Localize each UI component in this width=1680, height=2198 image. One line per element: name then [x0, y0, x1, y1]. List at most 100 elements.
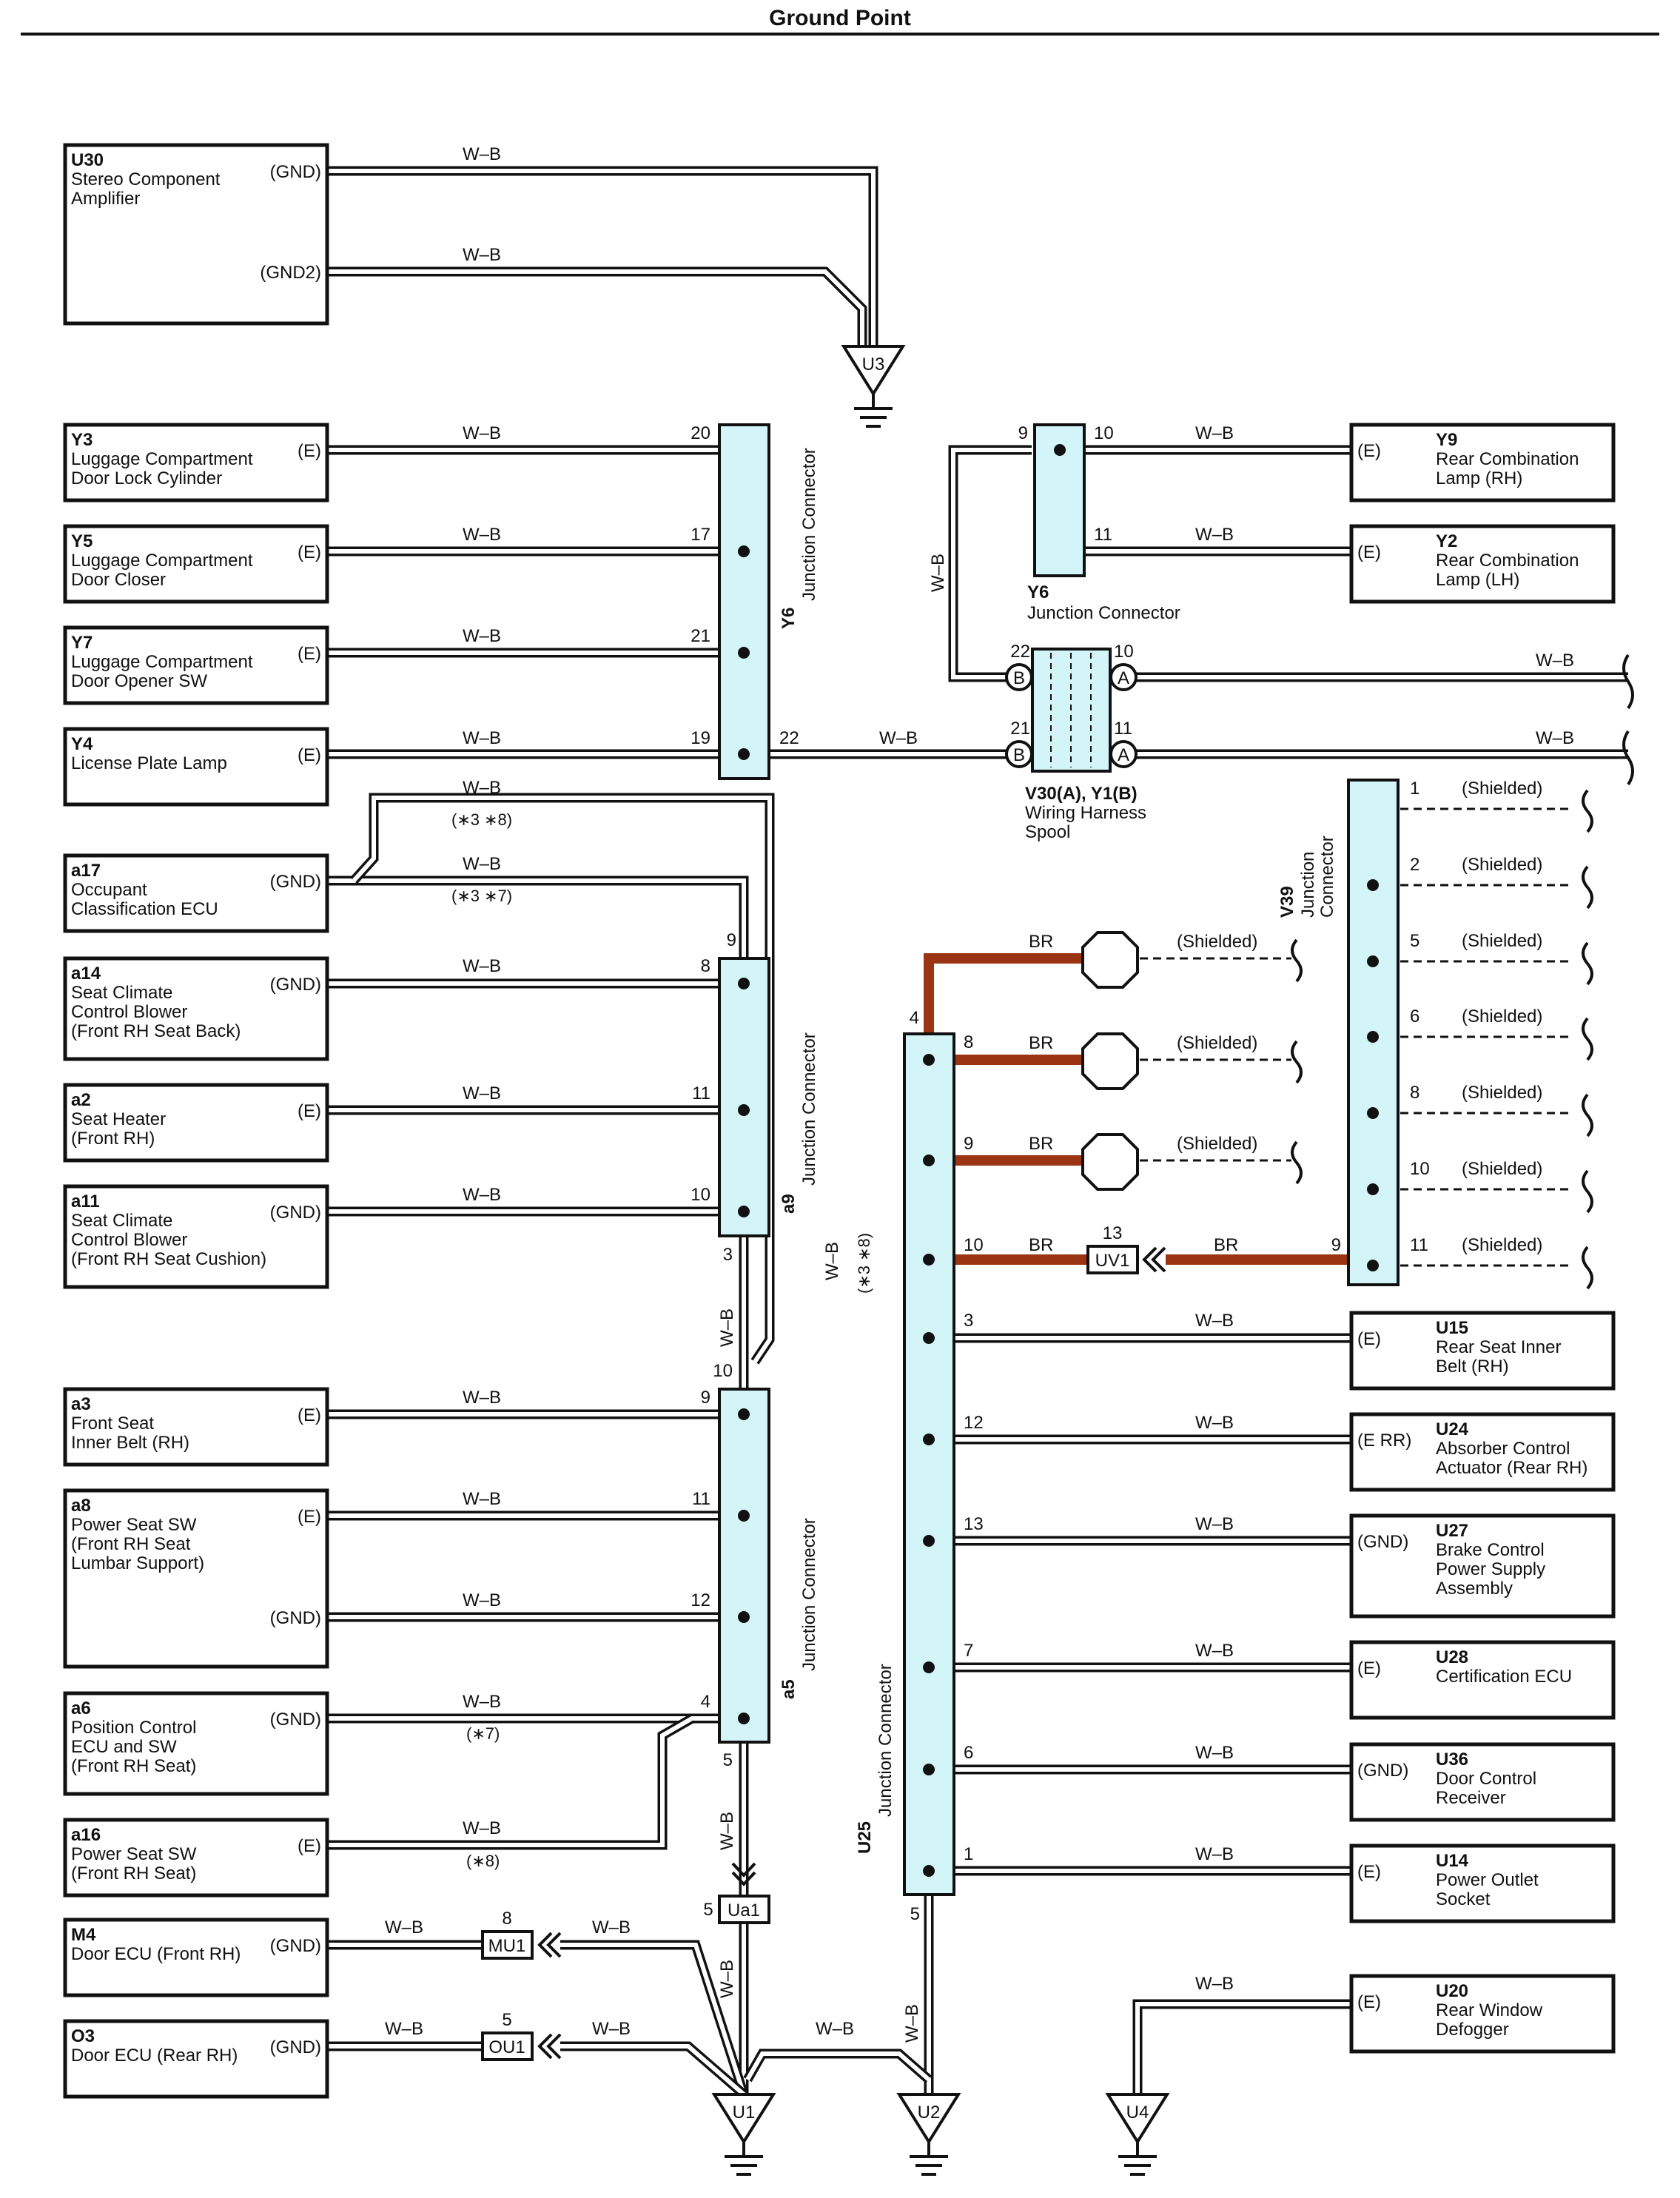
svg-text:9: 9 [1331, 1235, 1341, 1255]
component-name-line: Front Seat [71, 1414, 154, 1434]
component-name-line: (Front RH Seat Back) [71, 1021, 241, 1041]
wire-color-label: (Shielded) [1462, 855, 1542, 875]
component-id: O3 [71, 2026, 95, 2046]
svg-text:8: 8 [1410, 1083, 1419, 1103]
connector-ou1-id: OU1 [488, 2037, 525, 2057]
connector-uv1-id: UV1 [1095, 1251, 1130, 1271]
component-id: U30 [71, 150, 104, 170]
component-pin: (GND) [270, 162, 321, 182]
svg-text:19: 19 [691, 728, 710, 748]
a5-label: Junction Connector [799, 1518, 819, 1671]
a5-id: a5 [779, 1679, 799, 1699]
wire-color-label: W–B [463, 1083, 501, 1103]
svg-text:6: 6 [1410, 1006, 1419, 1026]
component-pin: (E) [298, 644, 321, 664]
component-name-line: Lamp (RH) [1436, 468, 1522, 488]
ground-u1-label: U1 [733, 2103, 756, 2123]
wire-color-label: (∗8) [466, 1852, 500, 1870]
wire-color-label: (Shielded) [1177, 1134, 1257, 1154]
component-pin: (GND) [270, 2037, 321, 2057]
component-pin: (GND) [270, 1936, 321, 1956]
wire-color-label: W–B [816, 2019, 854, 2039]
component-name-line: Seat Climate [71, 1211, 172, 1231]
component-name-line: Seat Climate [71, 983, 172, 1003]
component-name-line: Control Blower [71, 1002, 187, 1022]
wire-color-label: W–B [592, 1918, 631, 1937]
component-name-line: Amplifier [71, 189, 140, 209]
svg-text:9: 9 [701, 1388, 710, 1408]
junction-dots [738, 444, 1379, 1877]
component-id: a16 [71, 1825, 101, 1845]
wire-color-label: W–B [1195, 1641, 1234, 1661]
ground-u4-label: U4 [1126, 2103, 1149, 2123]
wire-color-label: (∗3 ∗7) [451, 887, 512, 905]
connector-mu1-pin: 8 [502, 1909, 511, 1929]
component-name-line: Power Seat SW [71, 1844, 197, 1864]
wire-color-label: (Shielded) [1462, 1083, 1542, 1103]
spool-letter-b-top: B [1013, 668, 1025, 688]
component-id: a8 [71, 1496, 91, 1516]
component-pin: (E) [1357, 1658, 1381, 1678]
svg-text:10: 10 [713, 1361, 733, 1381]
v39-label-line1: Junction [1298, 852, 1318, 918]
component-name-line: Inner Belt (RH) [71, 1433, 189, 1453]
wire-color-label: BR [1214, 1235, 1238, 1255]
wire-color-label: W–B [385, 1918, 423, 1937]
wire-color-label: W–B [463, 728, 501, 748]
wire-color-label: W–B [463, 1692, 501, 1712]
spool-letter-a-top: A [1118, 668, 1129, 688]
svg-text:12: 12 [964, 1413, 984, 1433]
component-name-line: (Front RH Seat [71, 1534, 191, 1554]
wire-color-label: W–B [1536, 728, 1574, 748]
spool-terminals: B A B A [1005, 663, 1138, 768]
spool-name-line2: Spool [1025, 822, 1070, 842]
component-name-line: Luggage Compartment [71, 449, 253, 469]
v39-label-line2: Connector [1317, 836, 1337, 918]
component-pin: (E) [1357, 1329, 1381, 1349]
wire-color-label: (Shielded) [1462, 931, 1542, 951]
component-id: a3 [71, 1394, 91, 1414]
component-name-line: Rear Combination [1436, 551, 1579, 571]
wire-labels: W–BW–BW–BW–BW–BW–BW–BW–BW–BW–BW–BW–BW–BW… [385, 144, 1574, 2043]
ground-u1: U1 [711, 2093, 776, 2176]
shield-octagon-icon [1081, 1133, 1139, 1191]
svg-text:21: 21 [691, 626, 710, 646]
component-name-line: Lumbar Support) [71, 1553, 204, 1573]
wire-color-label: BR [1029, 932, 1053, 952]
spool-letter-a-bottom: A [1118, 745, 1129, 765]
svg-text:17: 17 [691, 525, 710, 545]
component-name-line: Control Blower [71, 1230, 187, 1250]
shield-octagons [1081, 931, 1139, 1191]
a9-label: Junction Connector [799, 1032, 819, 1186]
junction-connector-y6-left [718, 423, 770, 780]
connector-ua1-id: Ua1 [728, 1900, 760, 1920]
ground-u3: U3 [841, 345, 906, 428]
component-name-line: (Front RH Seat) [71, 1863, 196, 1883]
svg-text:4: 4 [701, 1692, 710, 1712]
svg-text:10: 10 [1114, 642, 1134, 662]
ground-u2-label: U2 [918, 2103, 941, 2123]
component-pin: (GND) [270, 975, 321, 995]
connector-ou1-pin: 5 [502, 2010, 511, 2030]
component-name-line: Door Lock Cylinder [71, 468, 222, 488]
a9-id: a9 [779, 1194, 799, 1214]
y6-right-id: Y6 [1027, 582, 1049, 602]
wire-break-squiggles [1291, 653, 1634, 1290]
svg-text:8: 8 [964, 1032, 973, 1052]
component-pin: (E) [298, 441, 321, 461]
wire-color-label: W–B [463, 1818, 501, 1838]
svg-text:10: 10 [1410, 1159, 1430, 1179]
svg-text:10: 10 [964, 1235, 984, 1255]
wire-color-label: W–B [1195, 1311, 1234, 1331]
wire-color-label: W–B [1195, 1844, 1234, 1864]
svg-text:21: 21 [1010, 719, 1030, 739]
svg-text:11: 11 [692, 1489, 710, 1509]
svg-text:8: 8 [701, 956, 710, 976]
